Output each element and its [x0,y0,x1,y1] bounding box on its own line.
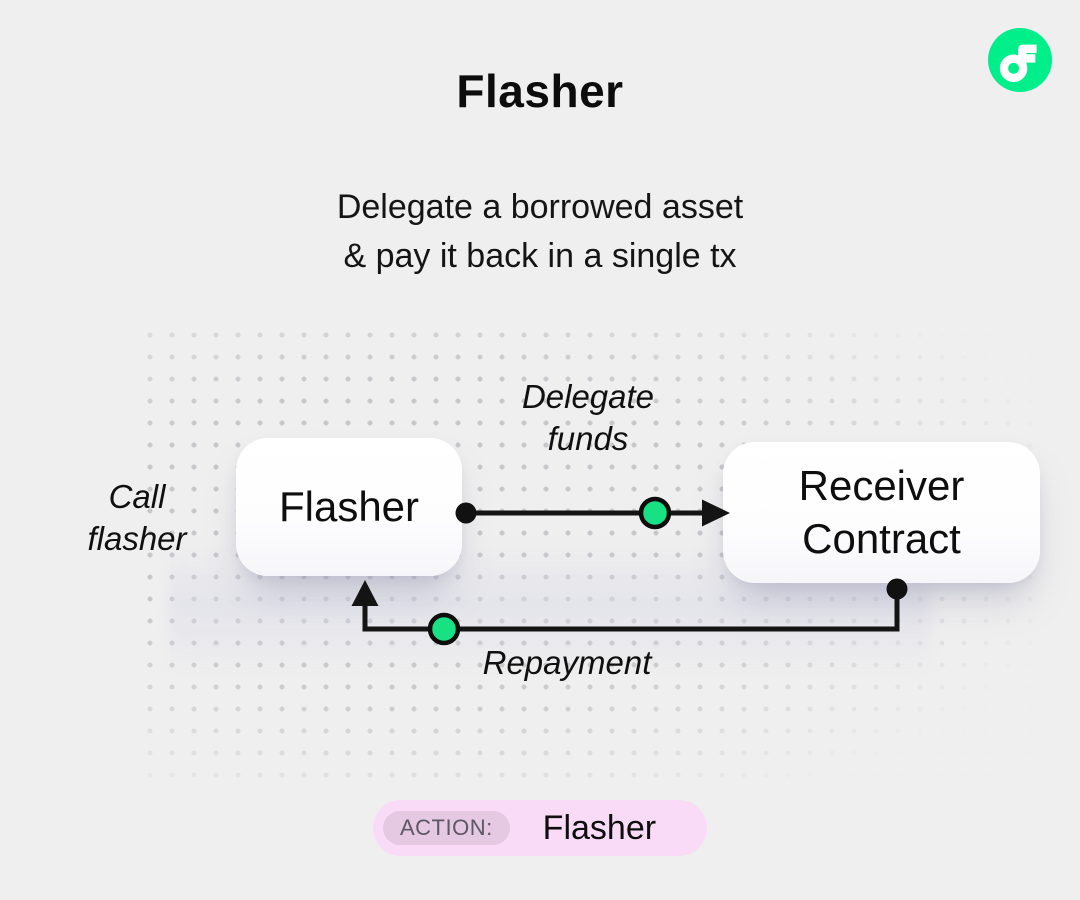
edge-label-delegate-funds: Delegate funds [521,378,655,458]
edge-label-call-flasher: Call flasher [87,478,187,558]
page-title: Flasher [456,65,624,117]
action-badge: ACTION: Flasher [373,800,707,856]
node-flasher: Flasher [236,438,462,576]
page-subtitle: Delegate a borrowed asset & pay it back … [336,188,744,276]
flow-logo-icon [988,28,1052,92]
action-badge-label: Flasher [542,808,657,847]
arrow-repayment [351,578,908,646]
action-badge-prefix: ACTION: [383,811,510,845]
arrow-delegate-funds [455,496,730,530]
edge-label-repayment: Repayment [482,644,652,681]
node-receiver-contract: Receiver Contract [723,442,1040,583]
